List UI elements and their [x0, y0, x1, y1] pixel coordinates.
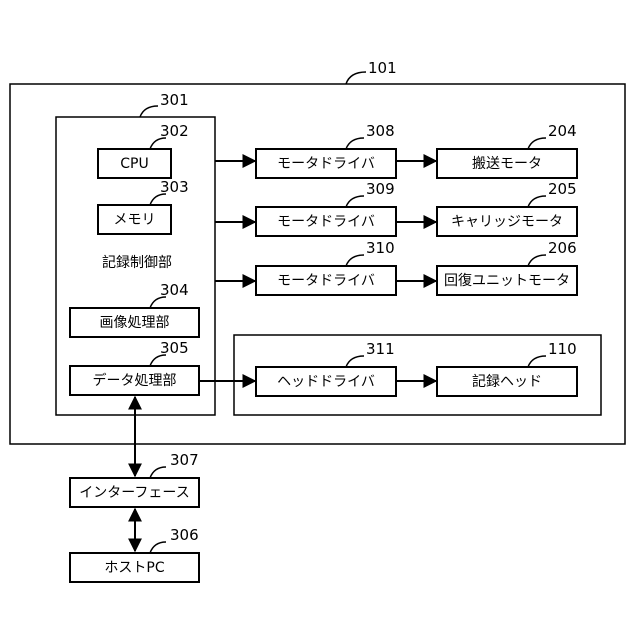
image-processing-label: 画像処理部 — [100, 315, 170, 331]
ref-101: 101 — [368, 59, 397, 77]
ref-310: 310 — [366, 239, 395, 257]
ref-leader-311 — [346, 356, 364, 367]
ref-308: 308 — [366, 122, 395, 140]
motor-driver-3-label: モータドライバ — [277, 273, 375, 289]
recording-control-label: 記録制御部 — [102, 254, 172, 271]
ref-306: 306 — [170, 526, 199, 544]
ref-leader-309 — [346, 196, 364, 207]
motor-driver-2-label: モータドライバ — [277, 214, 375, 230]
data-processing-label: データ処理部 — [93, 372, 177, 389]
ref-302: 302 — [160, 122, 189, 140]
conveyance-motor-label: 搬送モータ — [472, 156, 542, 172]
ref-110: 110 — [548, 340, 577, 358]
ref-leader-205 — [528, 196, 546, 207]
ref-leader-308 — [346, 138, 364, 149]
ref-307: 307 — [170, 451, 199, 469]
ref-leader-204 — [528, 138, 546, 149]
carriage-motor-label: キャリッジモータ — [451, 214, 563, 230]
recovery-unit-motor-label: 回復ユニットモータ — [444, 272, 570, 289]
ref-303: 303 — [160, 178, 189, 196]
ref-leader-206 — [528, 255, 546, 266]
ref-leader-306 — [150, 542, 166, 553]
ref-309: 309 — [366, 180, 395, 198]
memory-label: メモリ — [114, 212, 156, 228]
ref-leader-110 — [528, 356, 546, 367]
interface-label: インターフェース — [79, 485, 189, 501]
head-driver-label: ヘッドドライバ — [277, 374, 375, 390]
ref-205: 205 — [548, 180, 577, 198]
ref-leader-101 — [346, 72, 366, 84]
motor-driver-1-label: モータドライバ — [277, 156, 375, 172]
ref-leader-310 — [346, 255, 364, 266]
ref-304: 304 — [160, 281, 189, 299]
ref-301: 301 — [160, 91, 189, 109]
ref-305: 305 — [160, 339, 189, 357]
ref-206: 206 — [548, 239, 577, 257]
ref-leader-301 — [140, 106, 158, 117]
ref-204: 204 — [548, 122, 577, 140]
ref-311: 311 — [366, 340, 395, 358]
recording-head-label: 記録ヘッド — [472, 373, 542, 390]
cpu-label: CPU — [120, 156, 148, 172]
ref-leader-307 — [150, 467, 166, 478]
host-pc-label: ホストPC — [104, 560, 164, 576]
